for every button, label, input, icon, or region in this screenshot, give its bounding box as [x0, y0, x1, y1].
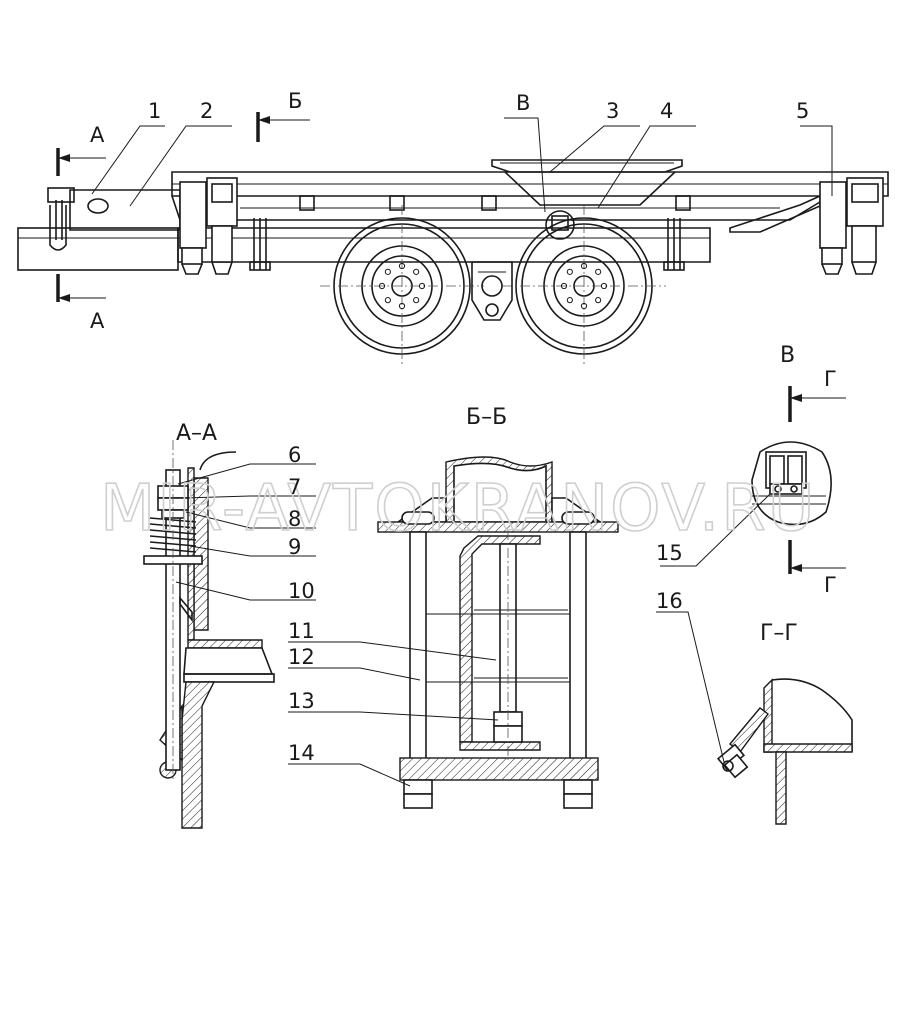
tow-hook [49, 205, 67, 251]
bracket-support [504, 171, 676, 206]
callout-1: 1 [148, 99, 161, 123]
callout-10: 10 [288, 579, 315, 603]
leaders-aa [175, 463, 316, 601]
callout-14: 14 [288, 741, 315, 765]
callout-15: 15 [656, 541, 683, 565]
outrigger-jack-front [179, 177, 238, 275]
callout-11: 11 [288, 619, 315, 643]
leader-15 [660, 493, 771, 567]
leaders-bb [288, 641, 499, 787]
leaders-main [91, 117, 833, 213]
callout-13: 13 [288, 689, 315, 713]
callout-9: 9 [288, 535, 301, 559]
callout-12: 12 [288, 645, 315, 669]
frame-underside [171, 195, 831, 221]
wheel-stud [566, 268, 573, 275]
cut-mark-a-top: А [90, 123, 105, 147]
callout-8: 8 [288, 507, 301, 531]
wheel-front [320, 205, 484, 365]
cut-mark-g-top: Г [824, 367, 837, 391]
callout-7: 7 [288, 475, 301, 499]
wheel-rear [502, 205, 666, 365]
frame-front-section [69, 189, 181, 231]
wheel-stud [398, 302, 406, 310]
wheel-stud [566, 297, 573, 304]
wheel-stud [580, 262, 588, 270]
wheel-stud [413, 297, 420, 304]
cut-line-b [256, 112, 310, 142]
wheel-stud [600, 282, 608, 290]
wheel-stud [580, 302, 588, 310]
cut-mark-a-bottom: А [90, 309, 105, 333]
lower-chassis [177, 227, 711, 263]
title-detail-v: В [780, 343, 795, 368]
title-section-gg: Г–Г [760, 621, 798, 646]
top-plate [491, 159, 683, 173]
cut-line-a [56, 148, 106, 302]
section-bb-drawing [377, 456, 619, 809]
cut-line-g [788, 386, 846, 574]
wheel-stud [378, 282, 386, 290]
callout-6: 6 [288, 443, 301, 467]
wheel-stud [413, 268, 420, 275]
wheel-stud [384, 268, 391, 275]
section-aa-drawing [143, 440, 275, 829]
cut-mark-b: Б [288, 89, 302, 113]
callout-5: 5 [796, 99, 809, 123]
frame-hole [87, 198, 109, 214]
cut-mark-v: В [516, 91, 530, 115]
callout-2: 2 [200, 99, 213, 123]
side-view-trailer [17, 159, 889, 365]
wheel-stud [595, 268, 602, 275]
wheel-studs [378, 262, 608, 310]
outrigger-jack-rear [819, 177, 884, 275]
u-bolts-front [249, 218, 271, 271]
wheel-stud [560, 282, 568, 290]
wheel-stud [384, 297, 391, 304]
wheel-stud [418, 282, 426, 290]
title-section-aa: А–А [176, 421, 217, 446]
leader-16 [656, 611, 725, 763]
wheel-stud [595, 297, 602, 304]
section-gg-drawing [716, 678, 853, 825]
callout-16: 16 [656, 589, 683, 613]
callout-3: 3 [606, 99, 619, 123]
axle-suspension [471, 261, 513, 321]
callout-4: 4 [660, 99, 673, 123]
wheel-stud [398, 262, 406, 270]
u-bolts-rear [663, 218, 685, 271]
watermark: MIR-AVTOKRANOV.RU [100, 472, 817, 546]
title-section-bb: Б–Б [466, 405, 507, 430]
cut-mark-g-bottom: Г [824, 573, 837, 597]
detail-v-drawing [751, 441, 832, 526]
front-beam [17, 227, 179, 271]
